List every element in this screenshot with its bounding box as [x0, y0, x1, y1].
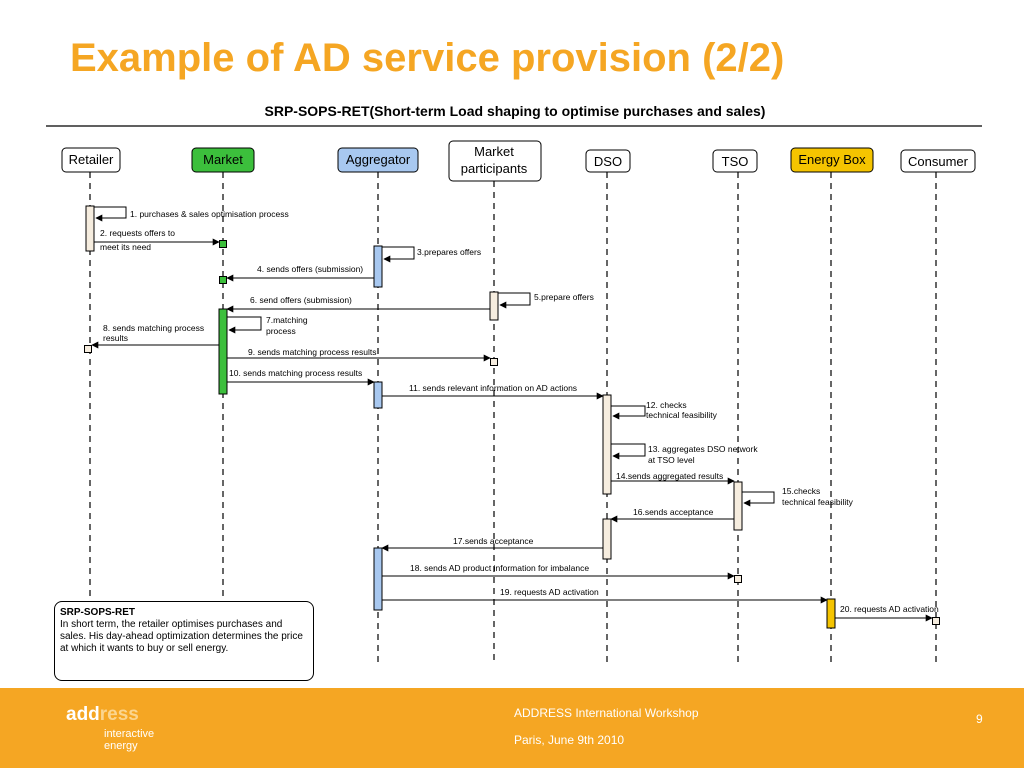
- activation-bar-dso: [602, 394, 612, 495]
- message-endpoint: [84, 345, 92, 353]
- message-8-label: 8. sends matching process: [103, 323, 204, 333]
- actor-consumer-label: Consumer: [908, 154, 969, 169]
- actor-energy-box-label: Energy Box: [798, 152, 866, 167]
- footer-place-date: Paris, June 9th 2010: [514, 733, 625, 747]
- actor-energy-box-box: [790, 147, 874, 173]
- activation-bar-aggregator: [373, 245, 383, 288]
- actor-retailer-label: Retailer: [69, 152, 114, 167]
- message-13-label: 13. aggregates DSO network: [648, 444, 758, 454]
- message-3-arrow: [382, 246, 415, 263]
- logo-light: ress: [99, 704, 139, 725]
- message-9-label: 9. sends matching process results: [248, 347, 377, 357]
- message-17-label: 17.sends acceptance: [453, 536, 534, 546]
- message-2-label: 2. requests offers to: [100, 228, 175, 238]
- message-4-label: 4. sends offers (submission): [257, 264, 363, 274]
- message-3-label: 3.prepares offers: [417, 247, 481, 257]
- activation-bar-dso: [602, 518, 612, 560]
- message-20-label: 20. requests AD activation: [840, 604, 939, 614]
- message-12-arrow: [611, 405, 646, 420]
- message-5-label: 5.prepare offers: [534, 292, 594, 302]
- message-1-arrow: [94, 206, 127, 222]
- message-2-label-line2: meet its need: [100, 242, 151, 252]
- message-8-label-line2: results: [103, 333, 128, 343]
- logo-bold: add: [66, 704, 100, 725]
- actor-market-box: [191, 147, 255, 173]
- footer-event: ADDRESS International Workshop: [514, 706, 699, 720]
- message-18-label: 18. sends AD product information for imb…: [410, 563, 589, 573]
- actor-tso-box: [712, 149, 758, 173]
- address-logo: address: [66, 704, 139, 726]
- message-5-arrow: [498, 292, 531, 309]
- note-body: In short term, the retailer optimises pu…: [60, 619, 303, 654]
- message-7-arrow: [227, 316, 262, 334]
- diagram-subtitle: SRP-SOPS-RET(Short-term Load shaping to …: [264, 103, 766, 119]
- actor-aggregator-label: Aggregator: [346, 152, 411, 167]
- message-11-label: 11. sends relevant information on AD act…: [409, 383, 577, 393]
- message-14-label: 14.sends aggregated results: [616, 471, 723, 481]
- actor-aggregator-box: [337, 147, 419, 173]
- actor-dso-box: [585, 149, 631, 173]
- message-13-label-line2: at TSO level: [648, 455, 695, 465]
- actor-retailer-box: [61, 147, 121, 173]
- message-7-label: 7.matching: [266, 315, 308, 325]
- footer-bar: [0, 688, 1024, 768]
- message-16-label: 16.sends acceptance: [633, 507, 714, 517]
- actor-market-participants-label-line2: participants: [461, 161, 528, 176]
- activation-bar-retailer: [85, 205, 95, 252]
- message-7-label-line2: process: [266, 326, 296, 336]
- activation-bar-energy-box: [826, 598, 836, 629]
- logo-tagline-line2: energy: [104, 740, 138, 752]
- scenario-note: SRP-SOPS-RET In short term, the retailer…: [54, 601, 314, 681]
- actor-market-participants-box: [448, 140, 542, 182]
- message-endpoint: [734, 575, 742, 583]
- message-12-label-line2: technical feasibility: [646, 410, 718, 420]
- message-15-arrow: [742, 491, 775, 507]
- message-endpoint: [219, 276, 227, 284]
- message-1-label: 1. purchases & sales optimisation proces…: [130, 209, 289, 219]
- logo-tagline-line1: interactive: [104, 728, 155, 740]
- message-endpoint: [932, 617, 940, 625]
- activation-bar-market: [218, 308, 228, 395]
- message-19-label: 19. requests AD activation: [500, 587, 599, 597]
- actor-market-label: Market: [203, 152, 243, 167]
- activation-bar-tso: [733, 481, 743, 531]
- actor-dso-label: DSO: [594, 154, 622, 169]
- activation-bar-aggregator: [373, 547, 383, 611]
- logo-tagline: interactive energy: [104, 728, 154, 752]
- actor-tso-label: TSO: [722, 154, 749, 169]
- message-15-label: 15.checks: [782, 486, 820, 496]
- activation-bar-market-participants: [489, 291, 499, 321]
- note-title: SRP-SOPS-RET: [60, 607, 136, 618]
- message-10-label: 10. sends matching process results: [229, 368, 362, 378]
- message-12-label: 12. checks: [646, 400, 687, 410]
- page-number: 9: [976, 712, 983, 726]
- message-endpoint: [490, 358, 498, 366]
- actor-market-participants-label: Market: [474, 144, 514, 159]
- message-13-arrow: [611, 443, 646, 460]
- message-6-label: 6. send offers (submission): [250, 295, 352, 305]
- activation-bar-aggregator: [373, 381, 383, 409]
- message-15-label-line2: technical feasibility: [782, 497, 854, 507]
- actor-consumer-box: [900, 149, 976, 173]
- message-endpoint: [219, 240, 227, 248]
- slide-title: Example of AD service provision (2/2): [70, 36, 785, 80]
